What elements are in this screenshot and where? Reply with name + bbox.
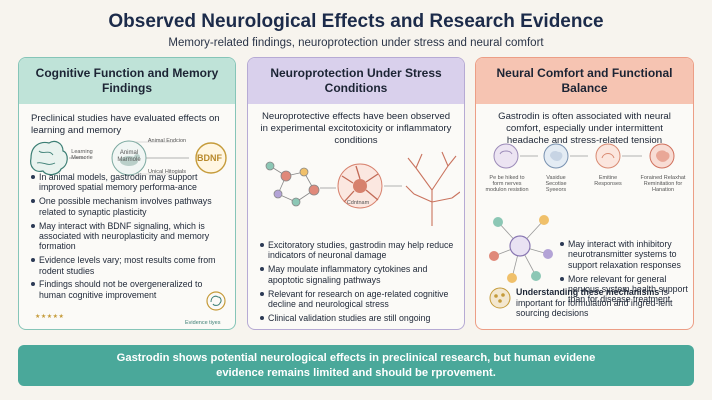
animal-circle-icon (111, 140, 147, 176)
brain-icon (30, 140, 68, 176)
list-item: Clinical validation studies are still on… (260, 313, 460, 323)
panel-neural-comfort: Neural Comfort and Functional Balance Ga… (475, 57, 694, 330)
response-icon (595, 143, 621, 169)
bdnf-circle-icon (195, 142, 227, 174)
neurotransmitter-network-icon (489, 215, 553, 283)
list-item: Excitoratory studies, gastrodin may help… (260, 240, 460, 261)
step-label-4: Forained Relaxhat Reminitation for Hanat… (640, 175, 686, 194)
bdnf-label: BDNF (197, 153, 222, 163)
understanding-note: Understanding these mechanisms is import… (516, 287, 688, 319)
understanding-note-rest: is important for formulation and ingred-… (516, 287, 673, 319)
dendrite-tree-icon (405, 151, 460, 226)
illus-label-unical: Unical Hitogials (148, 169, 186, 175)
neural-comfort-list: May interact with inhibitory neurotransm… (560, 239, 688, 308)
page-subtitle: Memory-related findings, neuroprotection… (168, 37, 544, 49)
head-icon (493, 143, 519, 169)
list-item: May moulate inflammatory cytokines and a… (260, 264, 460, 285)
panel-title-neuroprotection: Neuroprotection Under Stress Conditions (248, 58, 464, 104)
step-label-1: Pe be hiked to form nerves modulon resis… (485, 175, 529, 194)
brain-icon (543, 143, 569, 169)
evidence-tag: Evidence tiyes (185, 320, 221, 326)
panel-neuroprotection: Neuroprotection Under Stress Conditions … (247, 57, 465, 330)
summary-banner: Gastrodin shows potential neurological e… (18, 345, 694, 386)
list-item: May interact with BDNF signaling, which … (31, 221, 231, 252)
neuron-network-illustration (265, 151, 460, 226)
relaxed-brain-icon (649, 143, 675, 169)
cognitive-findings-list: In animal models, gastrodin may support … (31, 172, 231, 304)
illus-label-cdntnam: Cdntnam (346, 200, 370, 206)
understanding-note-bold: Understanding these mechanisms (516, 287, 660, 297)
panel-intro-neuroprotection: Neuroprotective effects have been observ… (260, 111, 452, 146)
panel-cognitive-function: Cognitive Function and Memory Findings P… (18, 57, 236, 330)
summary-line-2: evidence remains limited and should be r… (216, 366, 496, 379)
summary-line-1: Gastrodin shows potential neurological e… (116, 351, 596, 364)
list-item: In animal models, gastrodin may support … (31, 172, 231, 193)
molecule-icon (489, 287, 511, 309)
list-item: More relevant for general nervous system… (560, 274, 688, 305)
panel-title-neural-comfort: Neural Comfort and Functional Balance (476, 58, 693, 104)
brain-memory-illustration (30, 140, 227, 176)
caution-brain-icon (206, 291, 226, 311)
panel-title-cognitive: Cognitive Function and Memory Findings (19, 58, 235, 104)
list-item: Relevant for research on age-related cog… (260, 289, 460, 310)
page-title: Observed Neurological Effects and Resear… (108, 11, 604, 32)
step-label-3: Emitine Responses (594, 175, 622, 188)
list-item: Findings should not be overgeneralized t… (31, 279, 231, 300)
molecule-network-icon (265, 161, 320, 207)
illus-label-animal-endcion: Animal Endcion (147, 138, 187, 144)
list-item: One possible mechanism involves pathways… (31, 196, 231, 217)
list-item: May interact with inhibitory neurotransm… (560, 239, 688, 270)
neuron-icon (337, 163, 383, 209)
evidence-stars: ★★★★★ (35, 314, 65, 320)
comfort-steps-illustration (493, 143, 675, 169)
panel-intro-neural-comfort: Gastrodin is often associated with neura… (498, 111, 671, 146)
panel-intro-cognitive: Preclinical studies have evaluated effec… (31, 113, 220, 136)
illus-label-animal-marmole: Animal Marmole (117, 150, 141, 163)
neuroprotection-list: Excitoratory studies, gastrodin may help… (260, 240, 460, 327)
step-label-2: Vasidue Secotise Syeeors (545, 175, 567, 194)
illus-label-learning: Learning Memorie (71, 149, 93, 162)
list-item: Evidence levels vary; most results come … (31, 255, 231, 276)
